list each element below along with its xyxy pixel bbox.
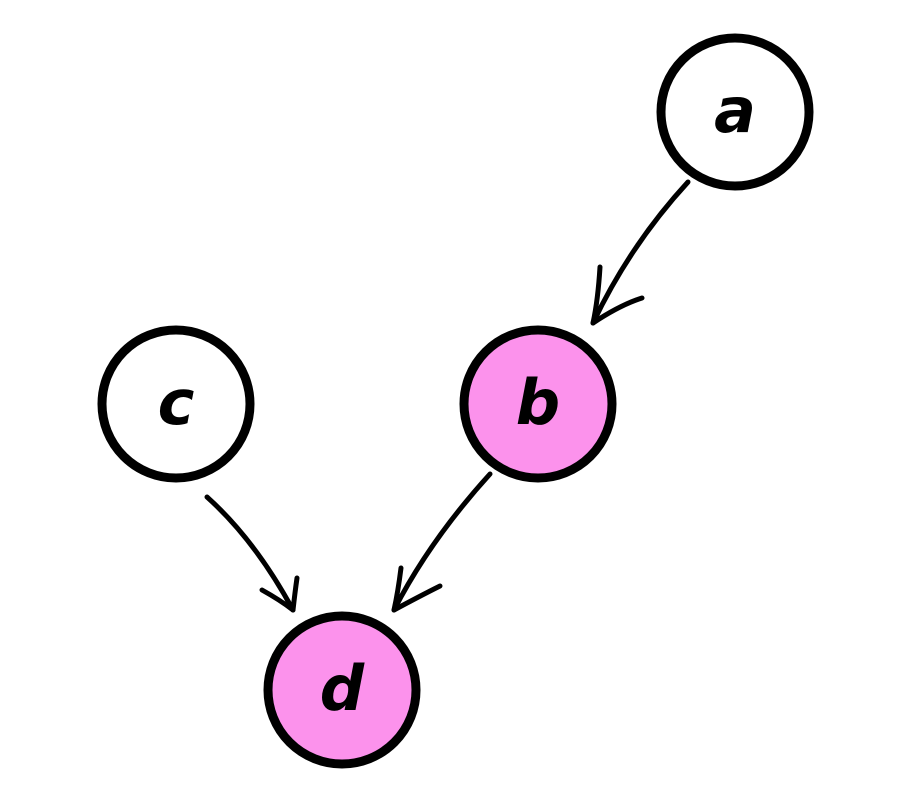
edge-b-d bbox=[391, 471, 493, 613]
node-d: d bbox=[263, 611, 421, 769]
node-circle bbox=[459, 325, 617, 483]
node-label: a bbox=[714, 74, 756, 147]
node-c: c bbox=[97, 325, 255, 483]
edge-c-d bbox=[204, 494, 300, 613]
node-circle bbox=[656, 33, 814, 191]
node-circle bbox=[263, 611, 421, 769]
node-b: b bbox=[459, 325, 617, 483]
node-label: d bbox=[320, 652, 365, 725]
node-label: c bbox=[158, 366, 195, 439]
node-circle bbox=[97, 325, 255, 483]
node-label: b bbox=[516, 366, 560, 439]
edge-a-b bbox=[590, 179, 691, 326]
node-a: a bbox=[656, 33, 814, 191]
